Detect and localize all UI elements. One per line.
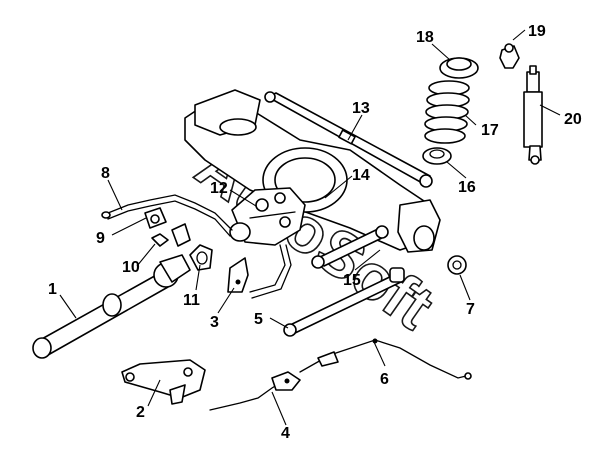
callout-16: 16 bbox=[458, 179, 476, 196]
parking-brake-cable-front[interactable] bbox=[209, 371, 301, 411]
bump-stop[interactable] bbox=[499, 43, 520, 69]
callout-8: 8 bbox=[101, 165, 110, 182]
leader-lines bbox=[59, 29, 561, 426]
callout-2: 2 bbox=[136, 404, 145, 421]
shock-absorber[interactable] bbox=[523, 65, 543, 165]
callout-13: 13 bbox=[352, 100, 370, 117]
propeller-shaft[interactable] bbox=[32, 254, 191, 359]
callout-11: 11 bbox=[183, 292, 200, 309]
callout-labels: 1 2 3 4 5 6 7 8 9 10 11 12 13 14 15 16 1… bbox=[48, 23, 582, 442]
rear-axle-housing[interactable] bbox=[184, 89, 441, 253]
bushing[interactable] bbox=[447, 255, 467, 275]
coil-spring[interactable] bbox=[424, 80, 470, 144]
stabilizer-bar[interactable] bbox=[101, 194, 292, 299]
bushing-clamp[interactable] bbox=[151, 223, 191, 247]
callout-1: 1 bbox=[48, 281, 57, 298]
callout-5: 5 bbox=[254, 311, 263, 328]
callout-9: 9 bbox=[96, 230, 105, 247]
callout-15: 15 bbox=[343, 272, 361, 289]
callout-20: 20 bbox=[564, 111, 582, 128]
callout-18: 18 bbox=[416, 29, 434, 46]
stabilizer-link[interactable] bbox=[227, 257, 249, 293]
parking-brake-bracket[interactable] bbox=[121, 359, 206, 405]
callout-10: 10 bbox=[122, 259, 140, 276]
callout-17: 17 bbox=[481, 122, 499, 139]
stabilizer-bushing[interactable] bbox=[144, 207, 167, 229]
lower-spring-seat[interactable] bbox=[422, 147, 452, 165]
callout-3: 3 bbox=[210, 314, 219, 331]
lower-link[interactable] bbox=[311, 225, 389, 269]
callout-6: 6 bbox=[380, 371, 389, 388]
callout-14: 14 bbox=[352, 167, 370, 184]
callout-4: 4 bbox=[281, 425, 290, 442]
callout-19: 19 bbox=[528, 23, 546, 40]
callout-12: 12 bbox=[210, 180, 228, 197]
callout-7: 7 bbox=[466, 301, 475, 318]
mounting-bracket[interactable] bbox=[189, 244, 213, 271]
upper-spring-seat[interactable] bbox=[439, 57, 479, 79]
